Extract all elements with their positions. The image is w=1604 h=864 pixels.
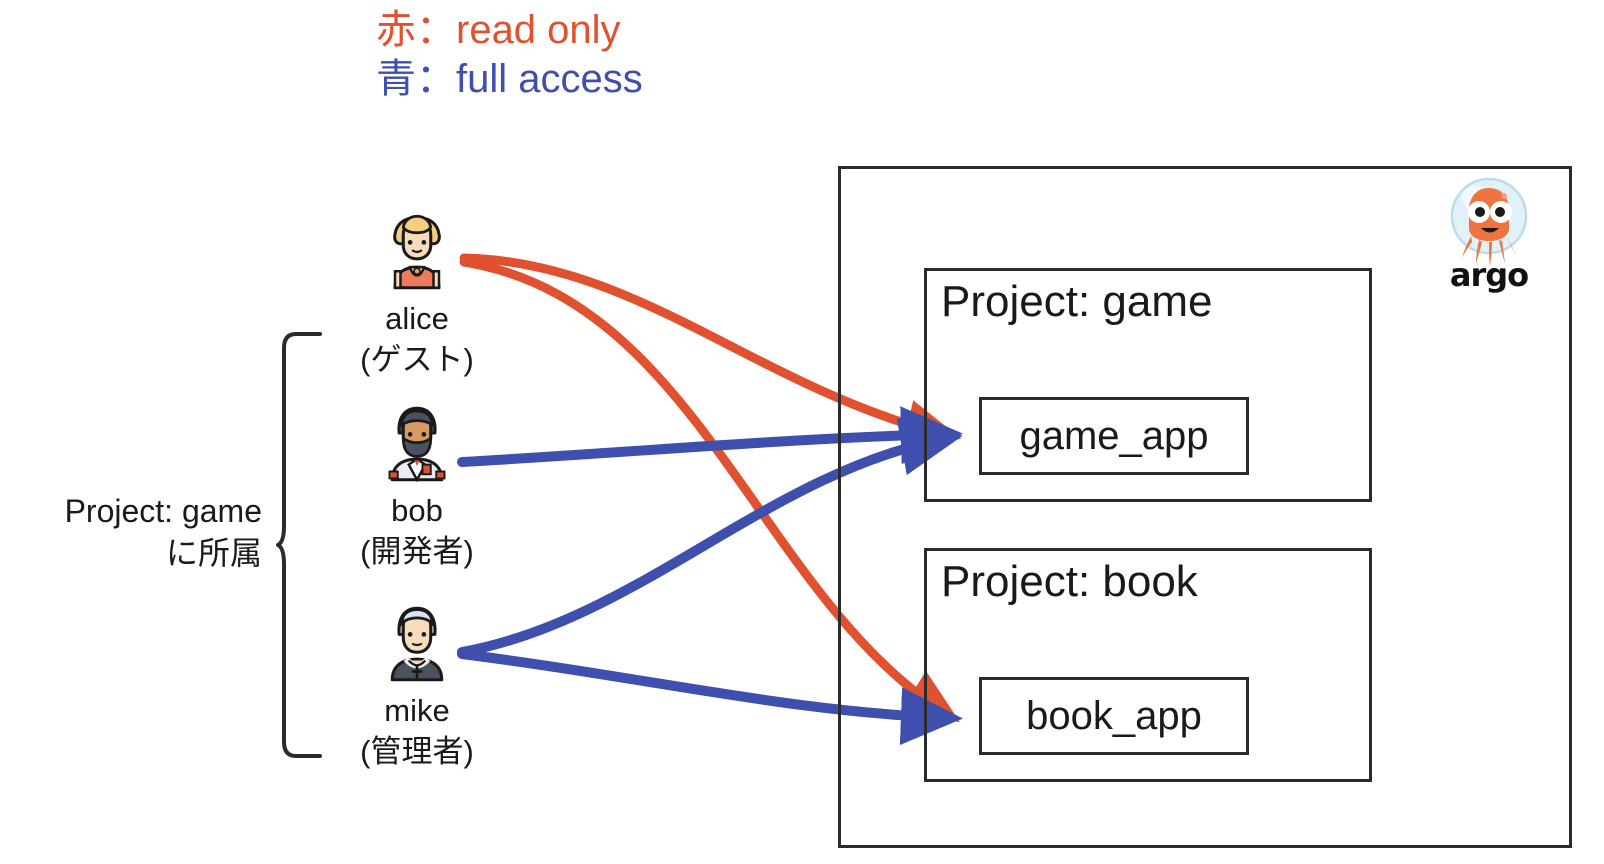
legend-item-read-only: 赤：read only — [376, 8, 621, 52]
project-game-title: Project: game — [941, 277, 1213, 326]
membership-note-line1: Project: game — [64, 493, 262, 529]
user-mike[interactable]: mike (管理者) — [322, 600, 512, 773]
user-alice[interactable]: alice (ゲスト) — [322, 208, 512, 381]
app-box-book-app[interactable]: book_app — [979, 677, 1249, 755]
legend: 赤：read only 青：full access — [376, 6, 643, 104]
membership-note: Project: game に所属 — [4, 490, 262, 574]
user-alice-name: alice — [385, 301, 449, 336]
user-bob[interactable]: bob (開発者) — [322, 400, 512, 573]
project-book-title: Project: book — [941, 557, 1198, 606]
legend-item-full-access: 青：full access — [376, 56, 643, 101]
argo-logo: argo — [1434, 176, 1544, 294]
user-mike-name: mike — [384, 693, 450, 728]
user-alice-role: (ゲスト) — [360, 341, 474, 377]
argo-wordmark: argo — [1449, 256, 1529, 294]
older-man-person-icon — [322, 600, 512, 692]
user-bob-role: (開発者) — [360, 533, 474, 569]
project-box-game[interactable]: Project: game game_app — [924, 268, 1372, 502]
woman-person-icon — [322, 208, 512, 300]
user-bob-name: bob — [391, 493, 443, 528]
membership-note-line2: に所属 — [165, 535, 262, 572]
user-mike-role: (管理者) — [360, 733, 474, 769]
man-technologist-person-icon — [322, 400, 512, 492]
membership-brace — [276, 332, 322, 758]
app-game-app-label: game_app — [1019, 413, 1209, 458]
app-box-game-app[interactable]: game_app — [979, 397, 1249, 475]
project-box-book[interactable]: Project: book book_app — [924, 548, 1372, 782]
argo-cluster-box — [838, 166, 1572, 848]
argo-octopus-icon — [1450, 177, 1528, 266]
app-book-app-label: book_app — [1026, 693, 1202, 738]
